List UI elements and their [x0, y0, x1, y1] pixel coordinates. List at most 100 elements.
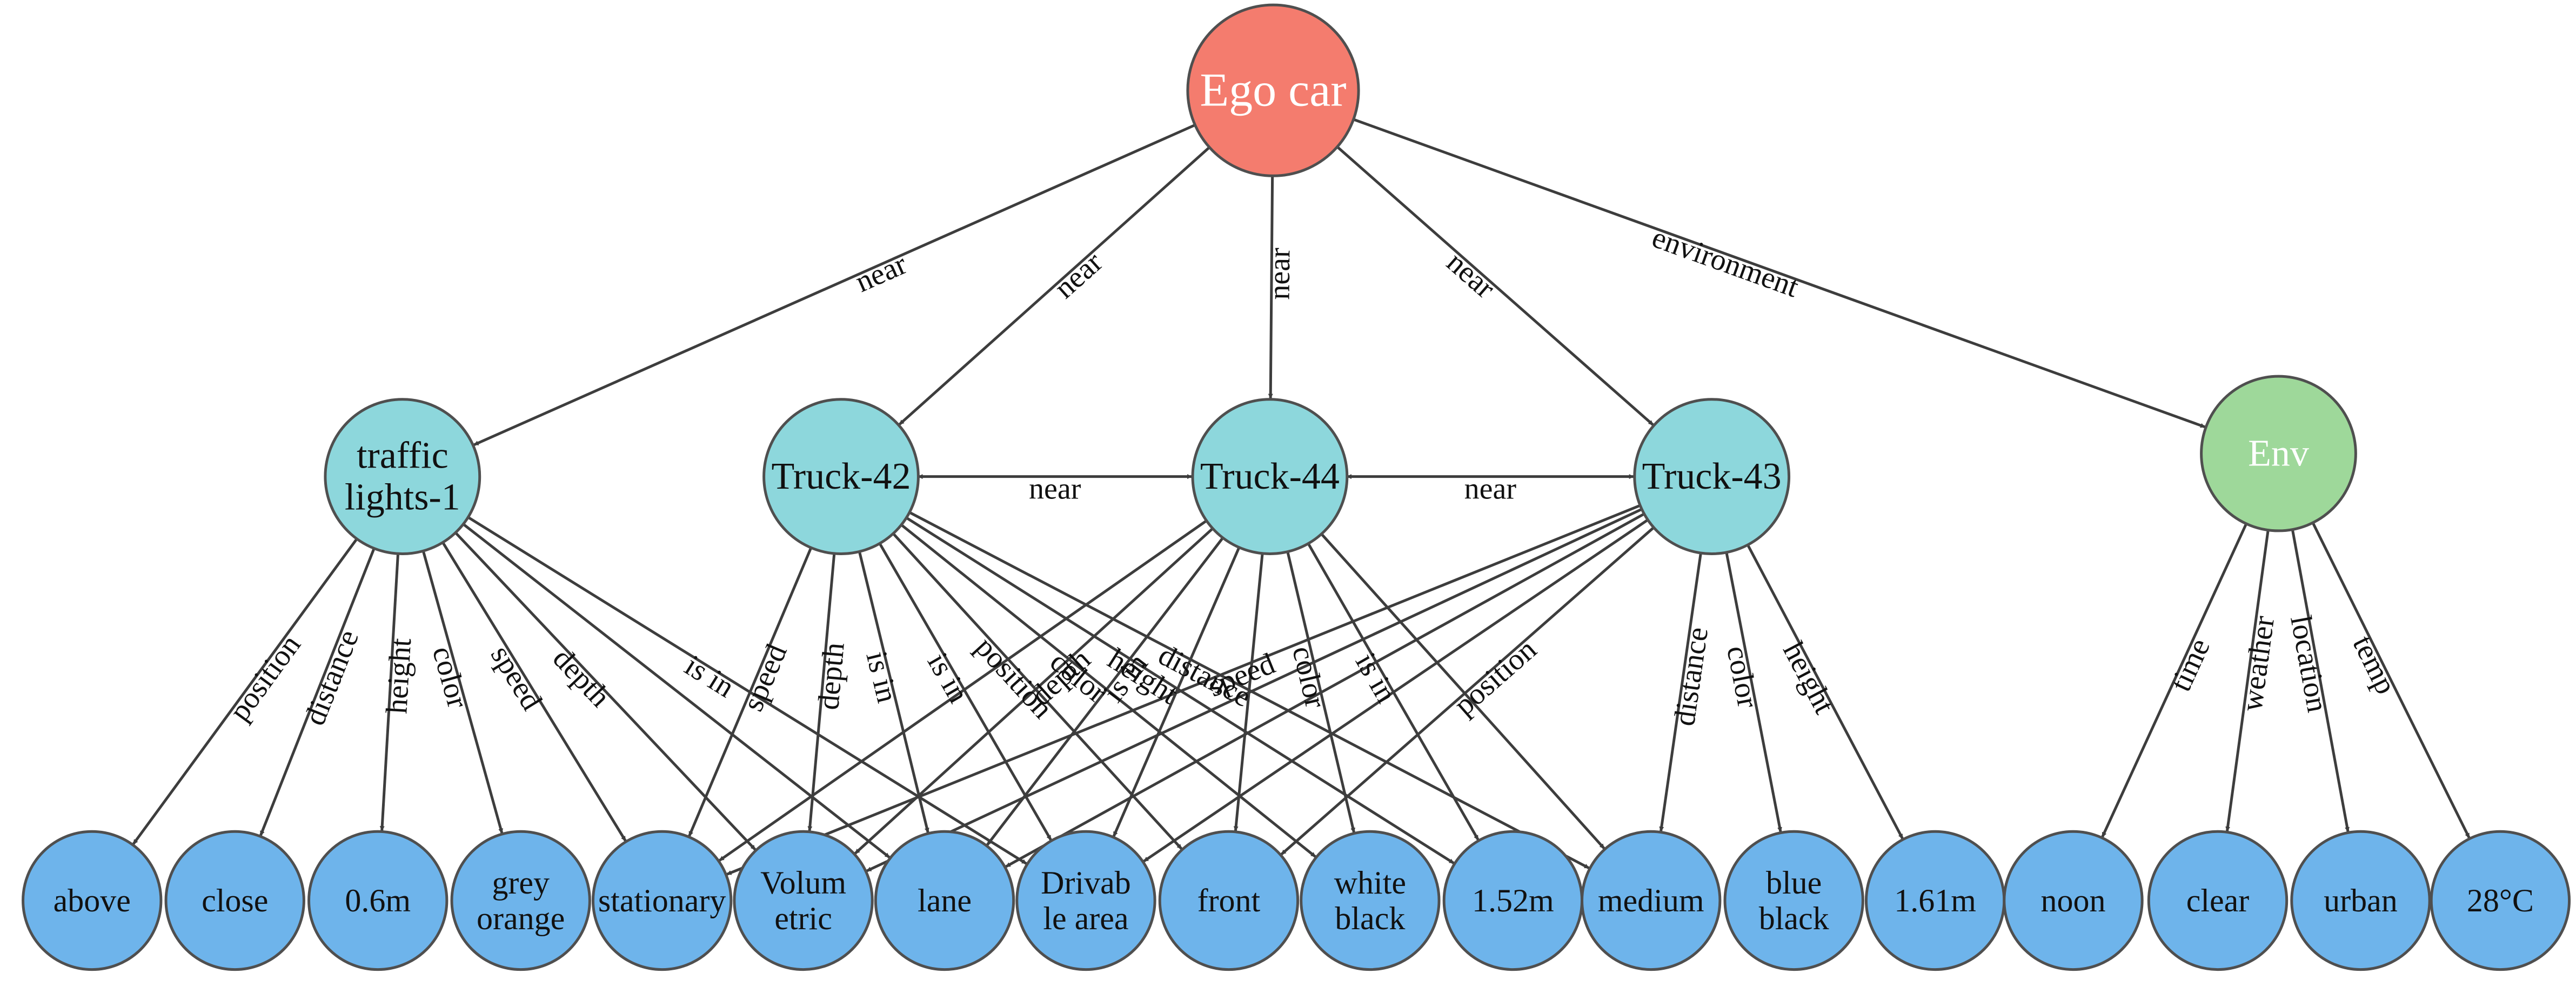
node-label-clear: clear	[2186, 883, 2250, 918]
node-label-front: front	[1197, 883, 1261, 918]
edge-tl1-to-above	[132, 538, 358, 845]
node-label-blueblack-line-2: black	[1759, 901, 1829, 936]
node-circle-stationary	[591, 830, 733, 971]
edge-label-t44-to-lane: is in	[1096, 647, 1154, 708]
node-circle-close	[164, 830, 305, 971]
edge-t42-to-volumetric	[807, 553, 836, 831]
node-circle-urban	[2290, 830, 2431, 971]
edge-t43-to-front	[1280, 526, 1655, 856]
node-label-drivable-line-1: Drivab	[1041, 865, 1131, 901]
edge-t44-to-medium	[1320, 533, 1605, 850]
node-label-temp28: 28°C	[2467, 883, 2534, 918]
node-circle-env	[2200, 375, 2357, 532]
edge-label-tl1-to-greyorange: color	[426, 643, 475, 712]
edge-label-ego-to-t43: near	[1440, 245, 1502, 305]
node-label-t43: Truck-43	[1642, 456, 1782, 497]
node-label-h161: 1.61m	[1894, 883, 1976, 918]
node-label-drivable-line-2: le area	[1043, 901, 1128, 936]
edge-label-t42-to-lane: is in	[859, 648, 904, 706]
node-label-noon: noon	[2040, 883, 2105, 918]
edge-label-tl1-to-drivable: is in	[679, 649, 740, 704]
node-medium: medium	[1581, 830, 1722, 971]
node-circle-front	[1158, 830, 1300, 971]
node-env: Env	[2200, 375, 2357, 532]
edge-t43-to-h161	[1747, 544, 1904, 839]
edge-ego-to-t43	[1336, 145, 1654, 426]
node-circle-blueblack	[1723, 830, 1864, 971]
node-label-env: Env	[2248, 433, 2309, 475]
node-label-whiteblack-line-1: white	[1334, 865, 1406, 901]
node-circle-clear	[2147, 830, 2289, 971]
node-temp28: 28°C	[2430, 830, 2571, 971]
node-circle-volumetric	[733, 830, 874, 971]
node-circle-t43	[1633, 398, 1791, 555]
edge-label-t43-to-blueblack: color	[1720, 643, 1765, 711]
edge-env-to-noon	[2101, 523, 2248, 838]
edge-label-tl1-to-above: position	[223, 629, 307, 727]
node-label-blueblack-line-1: blue	[1766, 865, 1822, 901]
node-circle-t42	[762, 398, 920, 555]
node-above: above	[22, 830, 163, 971]
node-t42: Truck-42	[762, 398, 920, 555]
edge-t43-to-stationary	[726, 504, 1641, 876]
edge-tl1-to-stationary	[441, 542, 627, 842]
node-label-t44: Truck-44	[1200, 456, 1340, 497]
node-label-h152: 1.52m	[1472, 883, 1554, 918]
node-label-volumetric-line-2: etric	[774, 901, 832, 936]
node-circle-above	[22, 830, 163, 971]
node-label-tl1-line-2: lights-1	[345, 477, 460, 518]
node-label-close: close	[202, 883, 268, 918]
node-lane: lane	[874, 830, 1015, 971]
node-circle-lane	[874, 830, 1015, 971]
edge-label-t42-to-stationary: speed	[736, 639, 794, 716]
edge-tl1-to-greyorange	[421, 550, 504, 834]
node-stationary: stationary	[591, 830, 733, 971]
edge-ego-to-tl1	[473, 123, 1196, 446]
edge-t42-to-lane	[858, 551, 929, 833]
node-label-t42: Truck-42	[771, 456, 911, 497]
edge-label-env-to-urban: location	[2284, 613, 2334, 715]
edge-env-to-temp28	[2311, 522, 2471, 838]
node-label-tl1-line-1: traffic	[357, 435, 449, 477]
node-h152: 1.52m	[1442, 830, 1584, 971]
node-label-greyorange-line-1: grey	[492, 865, 550, 901]
node-label-greyorange-line-2: orange	[477, 901, 565, 936]
node-circle-medium	[1581, 830, 1722, 971]
node-circle-drivable	[1015, 830, 1156, 971]
edge-ego-to-t42	[898, 146, 1210, 425]
edge-t43-to-lane	[1005, 512, 1645, 868]
edge-tl1-to-h06	[379, 554, 400, 831]
edge-t42-to-whiteblack	[900, 523, 1316, 858]
edge-label-tl1-to-h06: height	[380, 637, 418, 715]
edge-label-t44-to-h152: is in	[1349, 647, 1403, 708]
edge-t44-to-lane	[986, 537, 1224, 846]
edge-t43-to-volumetric	[866, 508, 1643, 872]
edge-label-t42-to-volumetric: depth	[812, 641, 851, 711]
edge-env-to-urban	[2291, 529, 2350, 832]
node-front: front	[1158, 830, 1300, 971]
edge-ego-to-t44	[1268, 176, 1274, 399]
node-circle-tl1	[324, 398, 481, 555]
edge-label-t42-to-t44: near	[1029, 472, 1081, 505]
node-h161: 1.61m	[1864, 830, 2006, 971]
edge-label-t42-to-drivable: is in	[921, 647, 975, 708]
edge-tl1-to-close	[259, 548, 376, 836]
node-circle-greyorange	[450, 830, 591, 971]
edge-label-t43-to-medium: distance	[1668, 625, 1715, 728]
edge-label-env-to-clear: weather	[2235, 614, 2281, 713]
node-clear: clear	[2147, 830, 2289, 971]
node-circle-temp28	[2430, 830, 2571, 971]
node-label-urban: urban	[2324, 883, 2398, 918]
edge-t43-to-blueblack	[1725, 552, 1782, 832]
node-label-lane: lane	[918, 883, 972, 918]
edge-label-tl1-to-volumetric: depth	[546, 642, 617, 714]
node-circle-t44	[1191, 398, 1349, 555]
node-noon: noon	[2003, 830, 2144, 971]
edges-layer	[132, 118, 2471, 876]
